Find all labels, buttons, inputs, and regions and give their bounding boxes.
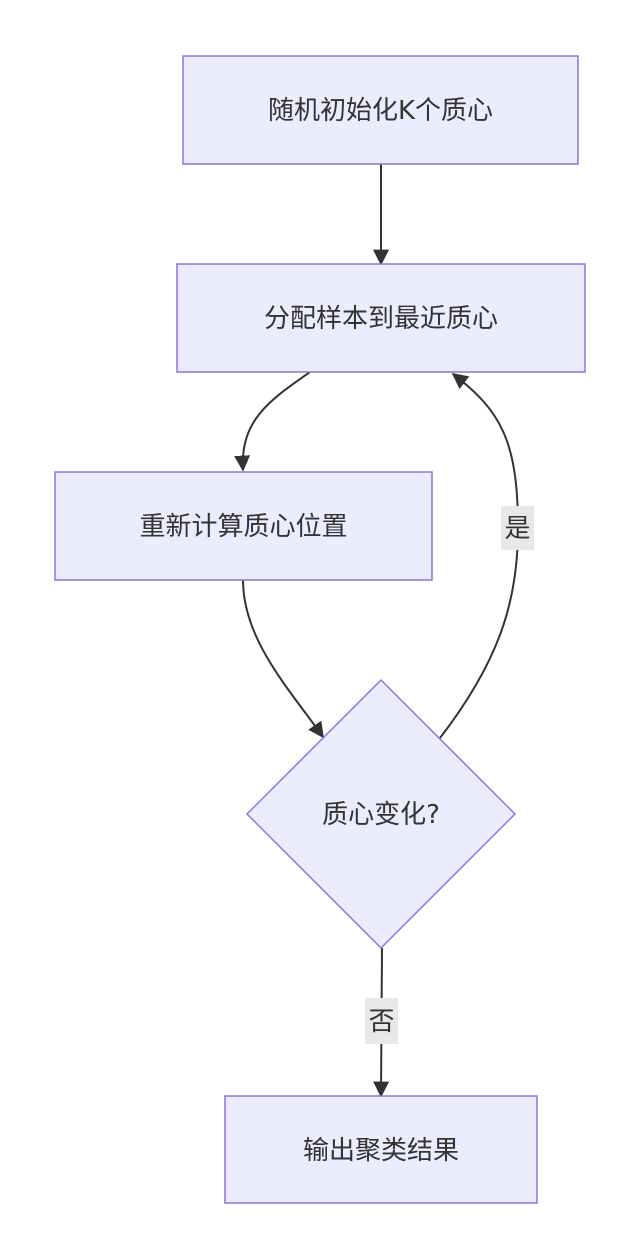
node-output-label: 输出聚类结果 — [303, 1136, 459, 1166]
node-assign: 分配样本到最近质心 — [176, 263, 586, 373]
node-decision: 质心变化? — [245, 678, 517, 950]
node-assign-label: 分配样本到最近质心 — [264, 304, 498, 334]
edge-recompute-to-decision — [242, 579, 324, 739]
node-recompute: 重新计算质心位置 — [54, 471, 433, 581]
edge-assign-to-recompute — [234, 371, 311, 472]
node-init-label: 随机初始化K个质心 — [268, 96, 493, 126]
node-init: 随机初始化K个质心 — [182, 55, 579, 165]
edge-label-no-text: 否 — [368, 1007, 394, 1037]
node-recompute-label: 重新计算质心位置 — [139, 512, 347, 542]
edge-label-no: 否 — [365, 998, 398, 1044]
edge-label-yes: 是 — [501, 506, 534, 550]
node-output: 输出聚类结果 — [224, 1095, 538, 1204]
edge-decision-to-assign-yes — [439, 373, 520, 739]
node-decision-label: 质心变化? — [322, 800, 440, 830]
edge-label-yes-text: 是 — [504, 514, 530, 544]
